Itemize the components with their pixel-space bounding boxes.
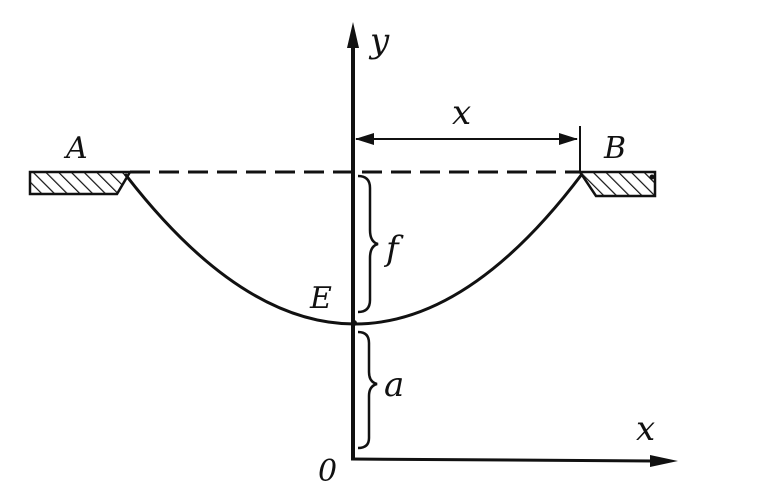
half-span-arrow-right: [559, 133, 578, 145]
x-axis-label: x: [636, 409, 655, 449]
half-span-label: x: [452, 93, 471, 133]
support-a: [28, 170, 133, 196]
sag-label: f: [383, 229, 404, 269]
y-axis-label: y: [368, 21, 390, 61]
x-axis: [350, 457, 656, 463]
origin-label: 0: [318, 454, 337, 489]
x-axis-arrowhead: [650, 455, 678, 467]
offset-brace: [357, 330, 378, 450]
offset-label: a: [384, 365, 404, 405]
point-a-label: A: [63, 131, 88, 166]
sag-brace: [357, 174, 379, 314]
point-b-label: B: [603, 131, 626, 166]
y-axis-arrowhead: [347, 22, 359, 48]
point-e-marker: [351, 320, 357, 326]
support-b: [577, 170, 657, 198]
half-span-arrow-left: [355, 133, 374, 145]
support-b-end-dot: [649, 174, 655, 180]
point-e-label: E: [309, 281, 332, 316]
